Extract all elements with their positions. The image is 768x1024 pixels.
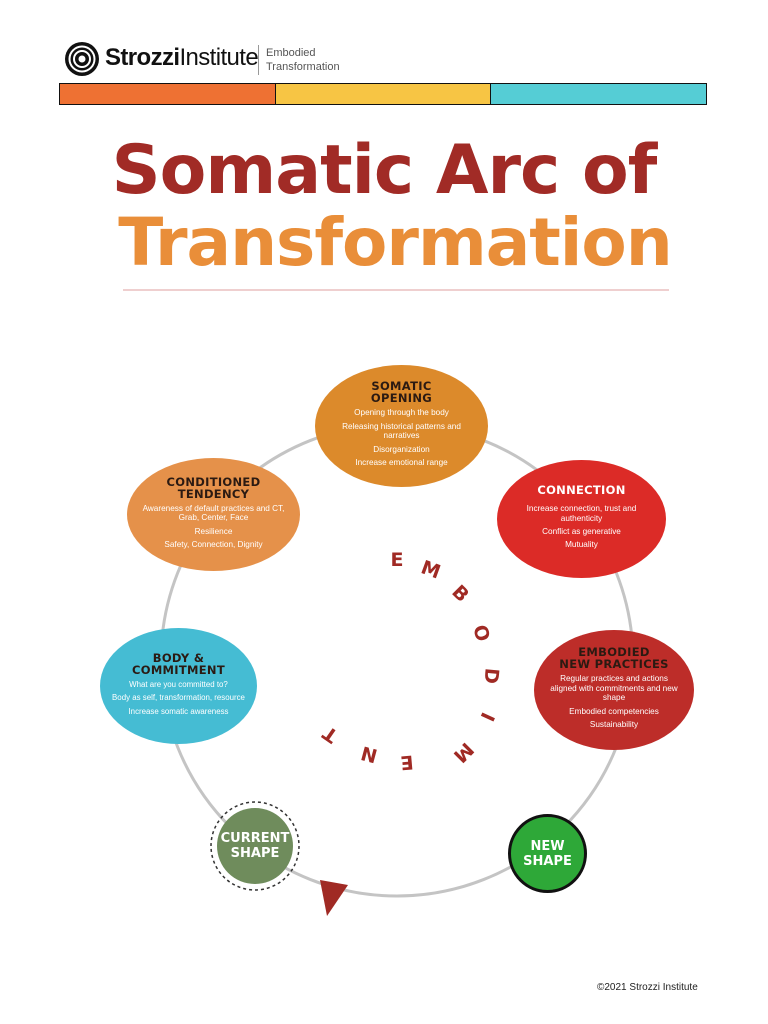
node-new-shape: NEW SHAPE — [508, 814, 587, 893]
embodiment-letter: I — [476, 709, 499, 725]
somatic-opening-title: SOMATIC OPENING — [370, 379, 433, 406]
list-item: Body as self, transformation, resource — [112, 693, 245, 703]
embodiment-letter: B — [447, 581, 473, 607]
current-shape-dashed-ring — [210, 801, 300, 891]
list-item: Mutuality — [565, 540, 598, 550]
title-rule — [123, 289, 669, 291]
connection-title: CONNECTION — [537, 483, 626, 498]
embodiment-letter: M — [449, 738, 478, 767]
list-item: Awareness of default practices and CT, G… — [142, 503, 285, 523]
tagline-line-1: Embodied — [266, 47, 316, 59]
copyright-footer: ©2021 Strozzi Institute — [597, 982, 698, 993]
brand-name-bold: Strozzi — [105, 44, 180, 71]
embodiment-letter: M — [418, 556, 443, 583]
node-somatic-opening: SOMATIC OPENING Opening through the body… — [315, 365, 488, 487]
list-item: Increase emotional range — [355, 458, 448, 468]
list-item: Embodied competencies — [569, 706, 659, 716]
body-commitment-list: What are you committed to? Body as self,… — [112, 680, 245, 720]
somatic-opening-list: Opening through the body Releasing histo… — [335, 408, 468, 471]
node-conditioned-tendency: CONDITIONED TENDENCY Awareness of defaul… — [127, 458, 300, 571]
list-item: Sustainability — [589, 720, 639, 730]
brand-name: StrozziInstitute — [105, 44, 259, 72]
embodiment-letter: E — [399, 750, 414, 773]
strozzi-logo-icon — [65, 42, 99, 76]
list-item: Safety, Connection, Dignity — [164, 539, 263, 549]
embodied-new-practices-list: Regular practices and actions aligned wi… — [548, 674, 680, 733]
connection-list: Increase connection, trust and authentic… — [515, 504, 648, 554]
embodiment-letter: N — [359, 741, 380, 766]
node-body-commitment: BODY & COMMITMENT What are you committed… — [100, 628, 257, 744]
list-item: Releasing historical patterns and narrat… — [342, 421, 461, 441]
list-item: Opening through the body — [354, 408, 449, 418]
title-line-2: Transformation — [118, 204, 673, 281]
node-connection: CONNECTION Increase connection, trust an… — [497, 460, 666, 578]
node-current-shape: CURRENT SHAPE — [217, 808, 293, 884]
stripe-orange — [60, 84, 275, 104]
embodiment-letter: D — [479, 667, 502, 685]
tagline-line-2: Transformation — [266, 61, 340, 73]
embodiment-letter: O — [468, 623, 493, 644]
conditioned-tendency-title: CONDITIONED TENDENCY — [166, 474, 261, 501]
embodiment-letter: E — [391, 549, 404, 571]
brand-name-light: Institute — [179, 44, 259, 71]
body-commitment-title: BODY & COMMITMENT — [132, 650, 225, 677]
embodiment-letter: T — [319, 721, 342, 746]
stripe-yellow — [274, 84, 491, 104]
list-item: Conflict as generative — [542, 527, 621, 536]
node-embodied-new-practices: EMBODIED NEW PRACTICES Regular practices… — [534, 630, 694, 750]
conditioned-tendency-list: Awareness of default practices and CT, G… — [137, 504, 290, 554]
list-item: Increase connection, trust and authentic… — [526, 504, 637, 523]
list-item: What are you committed to? — [129, 679, 228, 689]
color-stripe — [59, 83, 707, 105]
brand-tagline: Embodied Transformation — [266, 46, 356, 74]
list-item: Increase somatic awareness — [128, 706, 229, 716]
list-item: Regular practices and actions aligned wi… — [550, 674, 678, 703]
stripe-cyan — [490, 84, 707, 104]
list-item: Disorganization — [373, 444, 430, 454]
title-line-1: Somatic Arc of — [111, 131, 658, 210]
brand-divider — [258, 45, 259, 75]
arc-arrow-icon — [320, 880, 348, 916]
embodied-new-practices-title: EMBODIED NEW PRACTICES — [559, 645, 669, 672]
list-item: Resilience — [194, 526, 233, 536]
